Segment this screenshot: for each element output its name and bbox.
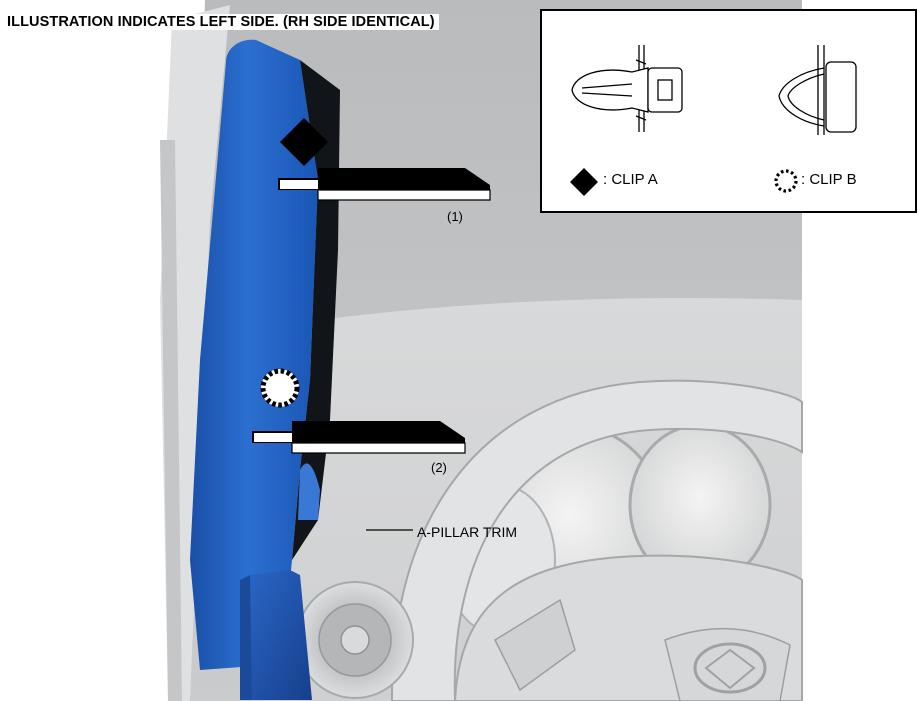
arrow-right-icon <box>278 168 491 201</box>
a-pillar-trim-label: A-PILLAR TRIM <box>417 524 518 540</box>
clip-b-legend-label: : CLIP B <box>801 171 857 188</box>
arrow-right-icon <box>252 421 466 454</box>
steering-wheel <box>390 379 803 701</box>
diamond-icon <box>570 168 598 196</box>
dotted-circle-icon <box>774 169 798 193</box>
diamond-icon <box>280 118 328 166</box>
clip-b-illustration <box>778 45 857 135</box>
step-2-label: (2) <box>431 460 447 475</box>
dotted-circle-icon <box>260 368 300 408</box>
air-vent <box>296 581 414 699</box>
step-1-label: (1) <box>447 209 463 224</box>
illustration-note: ILLUSTRATION INDICATES LEFT SIDE. (RH SI… <box>7 14 439 30</box>
clip-a-legend-label: : CLIP A <box>603 171 658 188</box>
clip-a-illustration <box>571 45 683 132</box>
clip-legend <box>540 9 917 213</box>
